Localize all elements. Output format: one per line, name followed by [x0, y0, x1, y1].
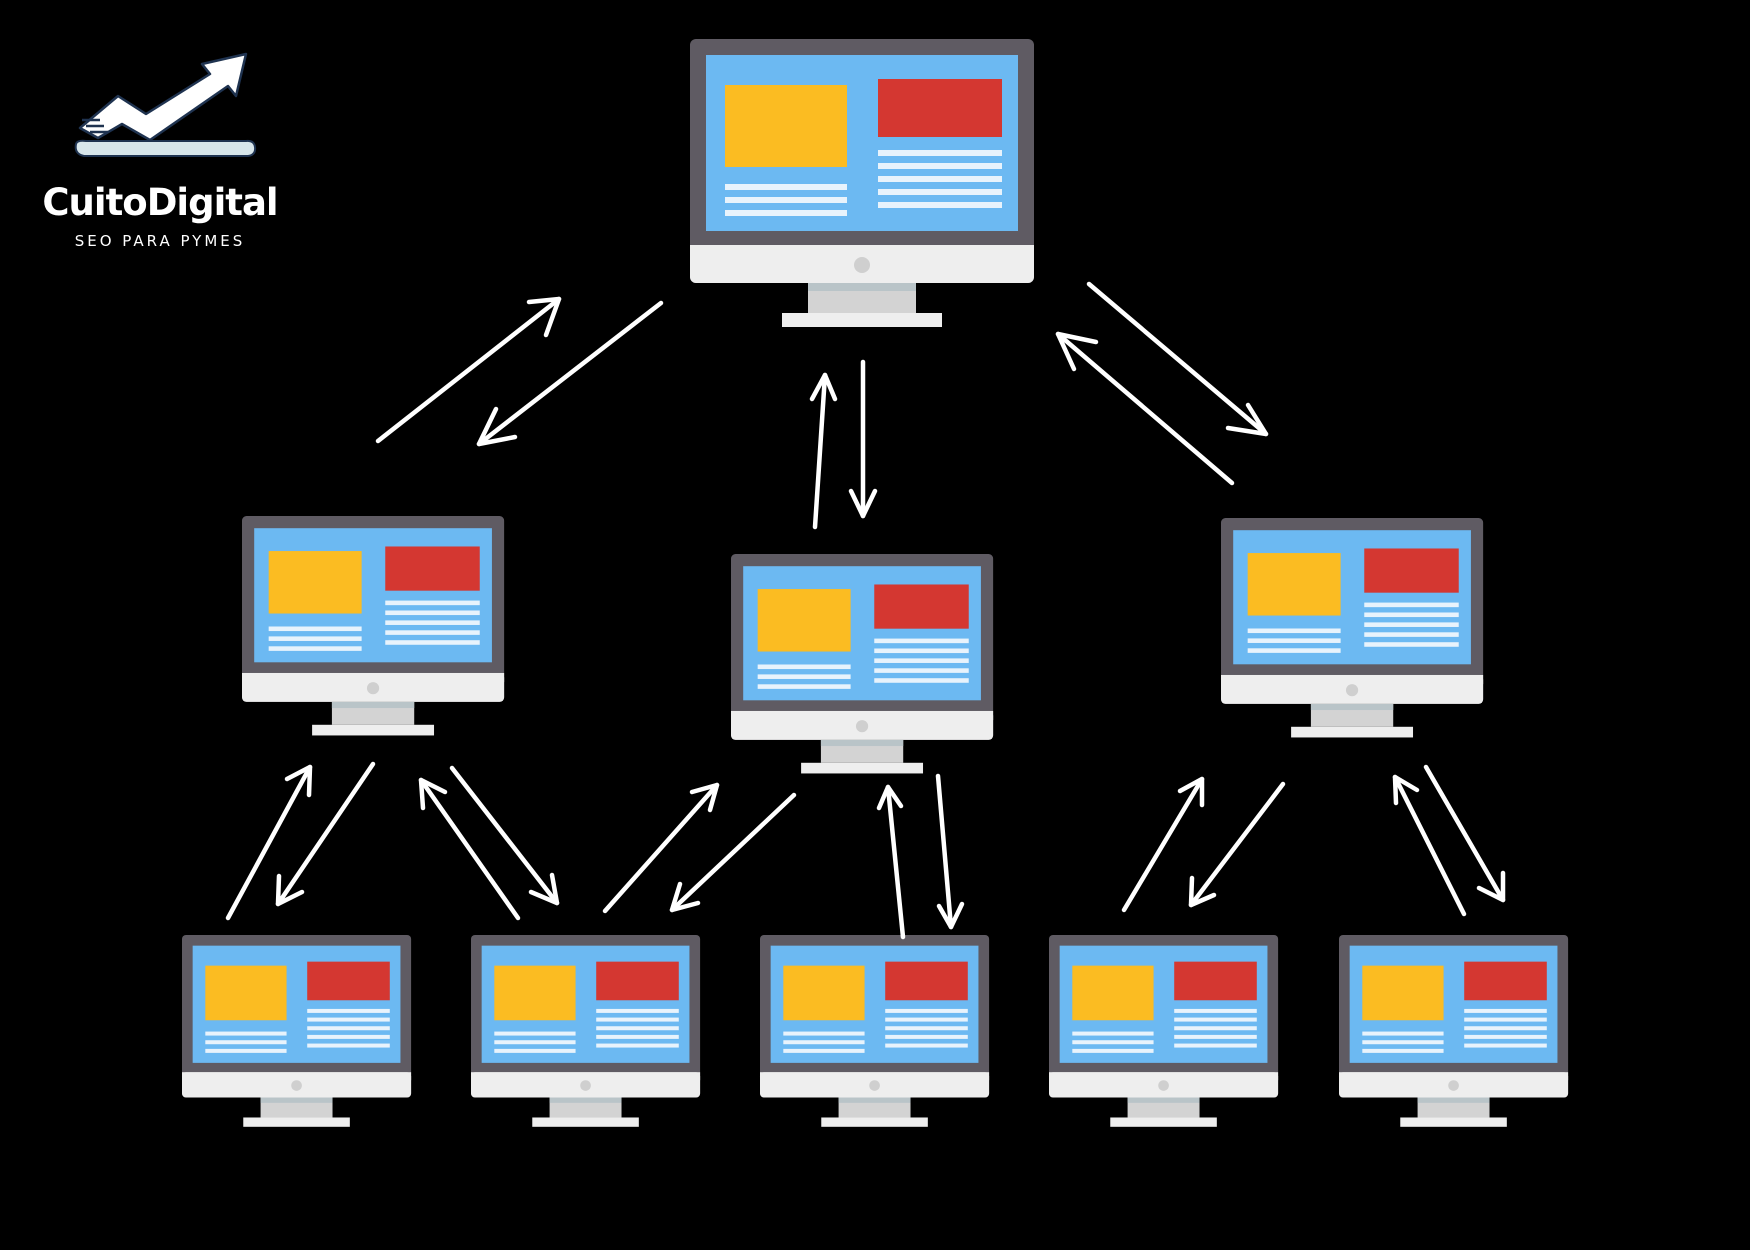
arrow-up-mid-left-to-root	[375, 296, 562, 444]
arrow-down-mid-left-to-leaf-2	[449, 765, 560, 906]
arrow-up-leaf-3-to-mid-center	[876, 784, 906, 940]
leaf-3-monitor-icon	[760, 935, 990, 1127]
arrow-down-mid-center-to-leaf-3	[935, 773, 965, 930]
mid-left-monitor-icon	[242, 516, 505, 736]
arrow-up-mid-right-to-root	[1055, 331, 1235, 486]
leaf-2-monitor-icon	[471, 935, 701, 1127]
leaf-4-monitor-icon	[1049, 935, 1279, 1127]
mid-right-monitor-icon	[1221, 518, 1484, 738]
arrow-up-mid-center-to-root	[809, 372, 838, 530]
leaf-1-monitor-icon	[182, 935, 412, 1127]
arrow-up-leaf-2-to-mid-center	[602, 782, 720, 914]
arrow-down-root-to-mid-center	[848, 359, 878, 519]
arrow-up-leaf-4-to-mid-right	[1121, 776, 1205, 913]
brand-tagline: SEO PARA PYMES	[74, 232, 246, 250]
brand-logo: CuitoDigital SEO PARA PYMES	[40, 52, 280, 262]
arrow-down-mid-center-to-leaf-2	[669, 792, 797, 913]
brand-name: CuitoDigital	[42, 181, 278, 224]
leaf-5-monitor-icon	[1339, 935, 1569, 1127]
root-monitor-icon	[690, 39, 1034, 327]
mid-center-monitor-icon	[731, 554, 994, 774]
arrow-down-mid-right-to-leaf-4	[1188, 781, 1286, 908]
arrow-up-leaf-5-to-mid-right	[1392, 774, 1467, 917]
arrow-up-leaf-2-to-mid-left	[418, 777, 521, 921]
arrow-down-mid-right-to-leaf-5	[1423, 764, 1506, 903]
arrow-down-root-to-mid-right	[1086, 281, 1269, 437]
rising-arrow-icon	[74, 52, 257, 157]
arrow-down-root-to-mid-left	[476, 300, 664, 447]
arrow-up-leaf-1-to-mid-left	[225, 764, 313, 921]
arrow-down-mid-left-to-leaf-1	[275, 761, 376, 907]
